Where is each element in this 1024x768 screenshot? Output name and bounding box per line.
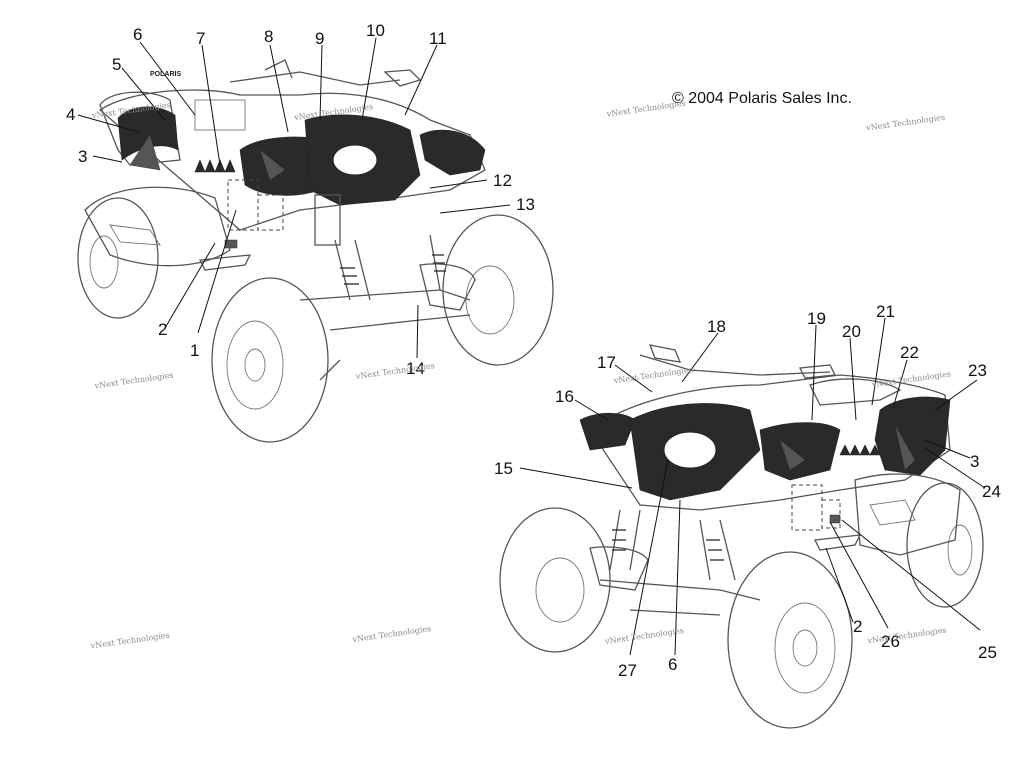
watermark-6: vNext Technologies xyxy=(354,361,435,381)
watermark-10: vNext Technologies xyxy=(351,624,432,644)
callout-right-27: 27 xyxy=(618,661,637,680)
callout-right-2: 2 xyxy=(853,617,862,636)
leader-lines xyxy=(77,37,986,656)
callout-left-2: 2 xyxy=(158,320,167,339)
watermark-11: vNext Technologies xyxy=(604,626,685,646)
callout-right-16: 16 xyxy=(555,387,574,406)
callout-right-23: 23 xyxy=(968,361,987,380)
callout-left-9: 9 xyxy=(315,29,324,48)
callout-right-21: 21 xyxy=(876,302,895,321)
callout-labels: 1 2 3 4 5 6 7 8 9 10 11 12 13 14 15 16 1… xyxy=(66,21,1001,680)
polaris-badge: POLARIS xyxy=(150,71,181,78)
callout-right-17: 17 xyxy=(597,353,616,372)
callout-left-4: 4 xyxy=(66,105,75,124)
callout-right-19: 19 xyxy=(807,309,826,328)
callout-left-5: 5 xyxy=(112,55,121,74)
atv-right-illustration xyxy=(499,344,984,729)
callout-left-1: 1 xyxy=(190,341,199,360)
callout-right-18: 18 xyxy=(707,317,726,336)
callout-left-12: 12 xyxy=(493,171,512,190)
callout-right-24: 24 xyxy=(982,482,1001,501)
watermark-7: vNext Technologies xyxy=(612,365,693,385)
callout-right-15: 15 xyxy=(494,459,513,478)
callout-right-6: 6 xyxy=(668,655,677,674)
callout-left-6: 6 xyxy=(133,25,142,44)
callout-left-14: 14 xyxy=(406,359,425,378)
callout-left-8: 8 xyxy=(264,27,273,46)
watermark-9: vNext Technologies xyxy=(89,631,170,651)
callout-left-13: 13 xyxy=(516,195,535,214)
watermark-5: vNext Technologies xyxy=(93,371,174,391)
callout-right-25: 25 xyxy=(978,643,997,662)
callout-left-7: 7 xyxy=(196,29,205,48)
callout-right-26: 26 xyxy=(881,632,900,651)
watermark-12: vNext Technologies xyxy=(866,625,947,645)
callout-left-3: 3 xyxy=(78,147,87,166)
watermark-4: vNext Technologies xyxy=(865,113,946,133)
watermark-8: vNext Technologies xyxy=(870,369,951,389)
callout-left-11: 11 xyxy=(429,29,447,48)
watermark-3: vNext Technologies xyxy=(605,99,686,119)
callout-right-22: 22 xyxy=(900,343,919,362)
callout-right-20: 20 xyxy=(842,322,861,341)
copyright-text: © 2004 Polaris Sales Inc. xyxy=(672,90,852,107)
callout-right-3: 3 xyxy=(970,452,979,471)
callout-left-10: 10 xyxy=(366,21,385,40)
